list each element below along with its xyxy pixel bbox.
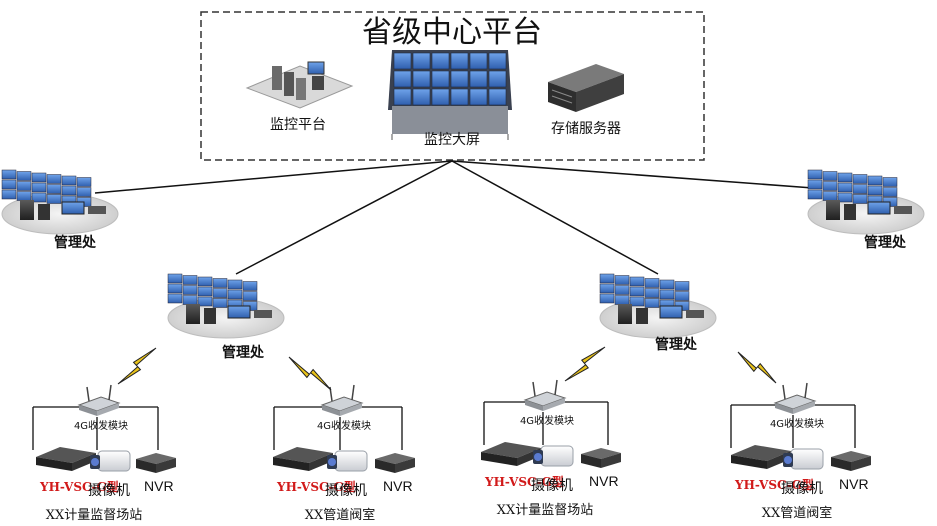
link-center-to-office-1 xyxy=(94,160,453,194)
router-4g-module-icon xyxy=(523,379,567,411)
link-center-to-office-3 xyxy=(451,160,659,275)
dvr-device-icon xyxy=(273,447,333,471)
station-name-label: XX管道阀室 xyxy=(762,505,833,521)
dvr-device-icon xyxy=(481,442,541,466)
nvr-label: NVR xyxy=(589,473,619,489)
dvr-device-icon xyxy=(36,447,96,471)
link-center-to-office-2 xyxy=(235,160,453,275)
storage-server-label: 存储服务器 xyxy=(551,121,621,137)
device-model-label: YH-VSC-G型 xyxy=(484,474,564,489)
management-office-icon-1 xyxy=(1,169,119,235)
nvr-device-icon xyxy=(581,448,621,468)
station-name-label: XX计量监督场站 xyxy=(497,503,594,518)
module-label: 4G收发模块 xyxy=(74,419,128,432)
video-wall-icon xyxy=(388,50,512,140)
nvr-label: NVR xyxy=(839,476,869,492)
link-center-to-office-4 xyxy=(451,160,814,189)
station-name-label: XX管道阀室 xyxy=(305,507,376,523)
camera-icon xyxy=(533,445,574,467)
device-model-label: YH-VSC-G型 xyxy=(276,479,356,494)
storage-server-icon xyxy=(548,64,624,112)
provincial-center-frame xyxy=(200,11,705,161)
provincial-center-platform: 省级中心平台 监控平台 监控大屏 存储服务器 xyxy=(200,11,705,161)
management-office-icon-4 xyxy=(807,169,925,235)
wireless-link-icon-2 xyxy=(288,356,332,391)
camera-icon xyxy=(783,448,824,470)
camera-label: 摄像机 xyxy=(88,483,130,499)
management-office-label-2: 管理处 xyxy=(222,344,265,361)
router-4g-module-icon xyxy=(77,384,121,416)
router-4g-module-icon xyxy=(773,382,817,414)
camera-label: 摄像机 xyxy=(531,478,573,494)
camera-icon xyxy=(327,450,368,472)
provincial-center-title: 省级中心平台 xyxy=(362,15,542,50)
dvr-device-icon xyxy=(731,445,791,469)
monitoring-platform-icon xyxy=(245,61,354,109)
monitoring-platform-label: 监控平台 xyxy=(270,117,326,133)
module-label: 4G收发模块 xyxy=(770,417,824,430)
nvr-device-icon xyxy=(831,451,871,471)
device-model-label: YH-VSC-G型 xyxy=(734,477,814,492)
nvr-device-icon xyxy=(375,453,415,473)
device-model-label: YH-VSC-G型 xyxy=(39,479,119,494)
management-office-label-1: 管理处 xyxy=(54,234,97,251)
management-office-icon-3 xyxy=(599,273,717,339)
nvr-device-icon xyxy=(136,453,176,473)
station-name-label: XX计量监督场站 xyxy=(46,508,143,523)
camera-label: 摄像机 xyxy=(781,481,823,497)
camera-label: 摄像机 xyxy=(325,483,367,499)
router-4g-module-icon xyxy=(320,384,364,416)
camera-icon xyxy=(90,450,131,472)
wireless-link-icon-4 xyxy=(737,351,777,384)
wireless-link-icon-1 xyxy=(117,347,157,385)
nvr-label: NVR xyxy=(383,478,413,494)
uplink-lines xyxy=(94,160,814,275)
video-wall-label: 监控大屏 xyxy=(424,132,480,148)
wireless-link-icon-3 xyxy=(564,346,606,382)
module-label: 4G收发模块 xyxy=(317,419,371,432)
nvr-label: NVR xyxy=(144,478,174,494)
module-label: 4G收发模块 xyxy=(520,414,574,427)
management-office-icon-2 xyxy=(167,273,285,339)
management-office-label-4: 管理处 xyxy=(864,234,907,251)
management-office-label-3: 管理处 xyxy=(655,336,698,353)
